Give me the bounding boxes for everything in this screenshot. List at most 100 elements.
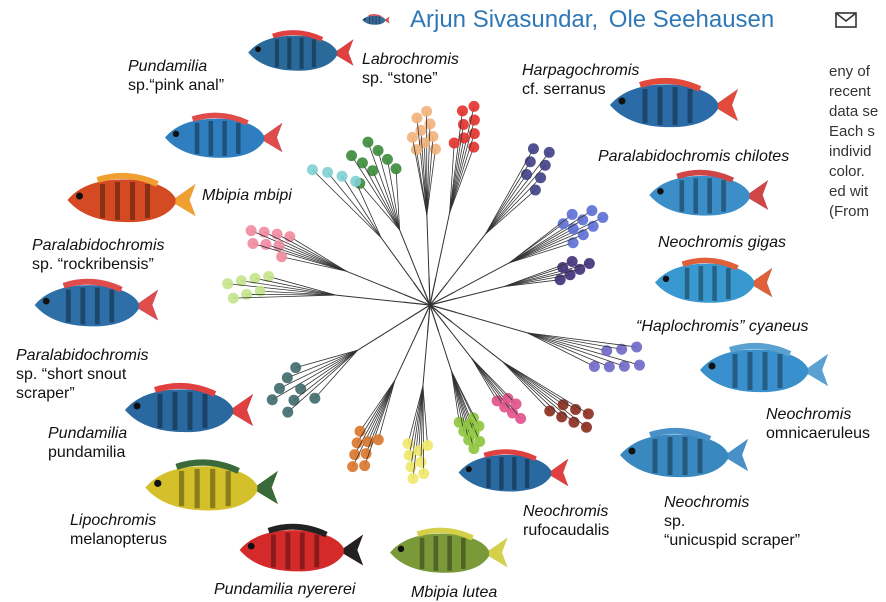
tip-node [415,125,426,136]
tip-node [619,361,630,372]
fish-icon [150,110,290,165]
species-label: “Haplochromis” cyaneus [636,317,809,336]
tip-node [473,421,484,432]
tree-branch [347,271,404,294]
fish-icon [240,25,355,80]
tree-branch [457,286,504,298]
tip-node [425,118,436,129]
species-label: Paralabidochromissp. “rockribensis” [32,236,165,274]
species-label: Pundamiliapundamilia [48,424,127,462]
tip-node [391,163,402,174]
tree-branch [439,332,452,372]
tip-node [581,422,592,433]
tip-node [307,164,318,175]
tree-branch [400,230,420,279]
species-label: Paralabidochromissp. “short snoutscraper… [16,346,149,403]
species-label-line: Mbipia mbipi [202,186,292,205]
tree-branch [336,295,402,302]
tree-branch [301,350,358,389]
tip-node [583,408,594,419]
tip-node [228,293,239,304]
fish-icon [380,525,510,580]
tip-node [528,143,539,154]
tree-branch [395,330,418,380]
species-label-line: Labrochromis [362,50,459,69]
species-label-line: Pundamilia nyererei [214,580,355,599]
tip-node [411,144,422,155]
tip-node [515,413,526,424]
species-label-line: sp.“pink anal” [128,76,224,95]
tree-branch [485,190,535,234]
tree-branch [357,320,406,350]
tree-branch [429,277,430,305]
tip-node [457,105,468,116]
tree-branch [527,333,594,367]
species-label-line: pundamilia [48,443,127,462]
species-label-line: Neochromis [523,502,609,521]
tip-node [282,407,293,418]
tree-branch [315,350,358,398]
tree-branch [472,358,505,407]
tip-node [589,361,600,372]
tip-node [295,383,306,394]
species-label-line: Neochromis [664,493,800,512]
species-label: Neochromissp.“unicuspid scraper” [664,493,800,550]
tree-branch [509,217,602,262]
tip-node [350,176,361,187]
species-label-line: Neochromis [766,405,870,424]
species-label-line: Paralabidochromis chilotes [598,147,789,166]
tree-branch [452,322,503,362]
species-label-line: Lipochromis [70,511,167,530]
tip-node [273,240,284,251]
tree-branch [264,232,346,271]
tip-node [567,209,578,220]
tip-node [282,372,293,383]
tip-node [584,258,595,269]
tree-branch [294,350,358,400]
tip-node [284,231,295,242]
species-label: Neochromisomnicaeruleus [766,405,870,443]
tip-node [458,119,469,130]
tip-node [246,225,257,236]
tip-node [421,106,432,117]
tip-node [346,150,357,161]
tree-branch [485,175,526,235]
tip-node [558,218,569,229]
tree-branch [423,333,428,386]
tip-node [407,132,418,143]
species-label-line: Pundamilia [128,57,224,76]
species-label-line: “Haplochromis” cyaneus [636,317,809,336]
tree-branch [447,234,485,283]
species-label: Pundamiliasp.“pink anal” [128,57,224,95]
species-label-line: omnicaeruleus [766,424,870,443]
tip-node [458,133,469,144]
species-label: Pundamilia nyererei [214,580,355,599]
fish-icon [645,255,775,310]
tip-node [222,278,233,289]
species-label: Neochromis gigas [658,233,786,252]
tip-node [247,238,258,249]
tip-node [359,460,370,471]
tip-node [415,457,426,468]
tree-branch [436,213,450,278]
tip-node [449,137,460,148]
tree-branch [430,292,455,305]
tree-branch [353,380,395,466]
tip-node [530,184,541,195]
tip-node [586,205,597,216]
tip-node [411,113,422,124]
tip-node [544,405,555,416]
tree-branch [504,263,589,286]
fish-icon [55,170,200,230]
tree-branch [378,380,395,439]
tip-node [288,395,299,406]
tip-node [337,171,348,182]
fish-icon [230,520,365,580]
tree-branch [450,111,463,213]
tree-branch [457,313,527,333]
tip-node [634,360,645,371]
species-label: Neochromisrufocaudalis [523,502,609,540]
tree-branch [472,358,498,401]
tree-branch [485,162,530,234]
tree-branch [485,165,545,234]
